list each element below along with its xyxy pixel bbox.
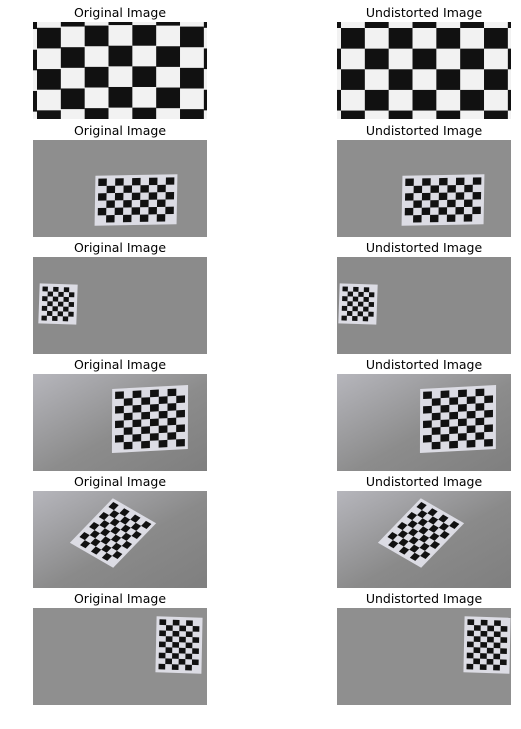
undistorted-image-5 <box>337 491 511 588</box>
original-image-3 <box>33 257 207 354</box>
undistorted-title-1: Undistorted Image <box>365 5 483 20</box>
undistorted-image-2 <box>337 140 511 237</box>
original-image-4 <box>33 374 207 471</box>
undistorted-title-2: Undistorted Image <box>365 123 483 138</box>
original-image-6 <box>33 608 207 705</box>
original-title-1: Original Image <box>73 5 167 20</box>
undistorted-title-6: Undistorted Image <box>365 591 483 606</box>
original-image-2 <box>33 140 207 237</box>
original-title-4: Original Image <box>73 357 167 372</box>
original-title-2: Original Image <box>73 123 167 138</box>
undistorted-title-4: Undistorted Image <box>365 357 483 372</box>
undistorted-image-4 <box>337 374 511 471</box>
undistorted-image-6 <box>337 608 511 705</box>
original-image-1 <box>33 22 207 119</box>
undistorted-image-1 <box>337 22 511 119</box>
original-title-6: Original Image <box>73 591 167 606</box>
original-image-5 <box>33 491 207 588</box>
original-title-3: Original Image <box>73 240 167 255</box>
original-title-5: Original Image <box>73 474 167 489</box>
undistorted-title-5: Undistorted Image <box>365 474 483 489</box>
undistorted-title-3: Undistorted Image <box>365 240 483 255</box>
undistorted-image-3 <box>337 257 511 354</box>
